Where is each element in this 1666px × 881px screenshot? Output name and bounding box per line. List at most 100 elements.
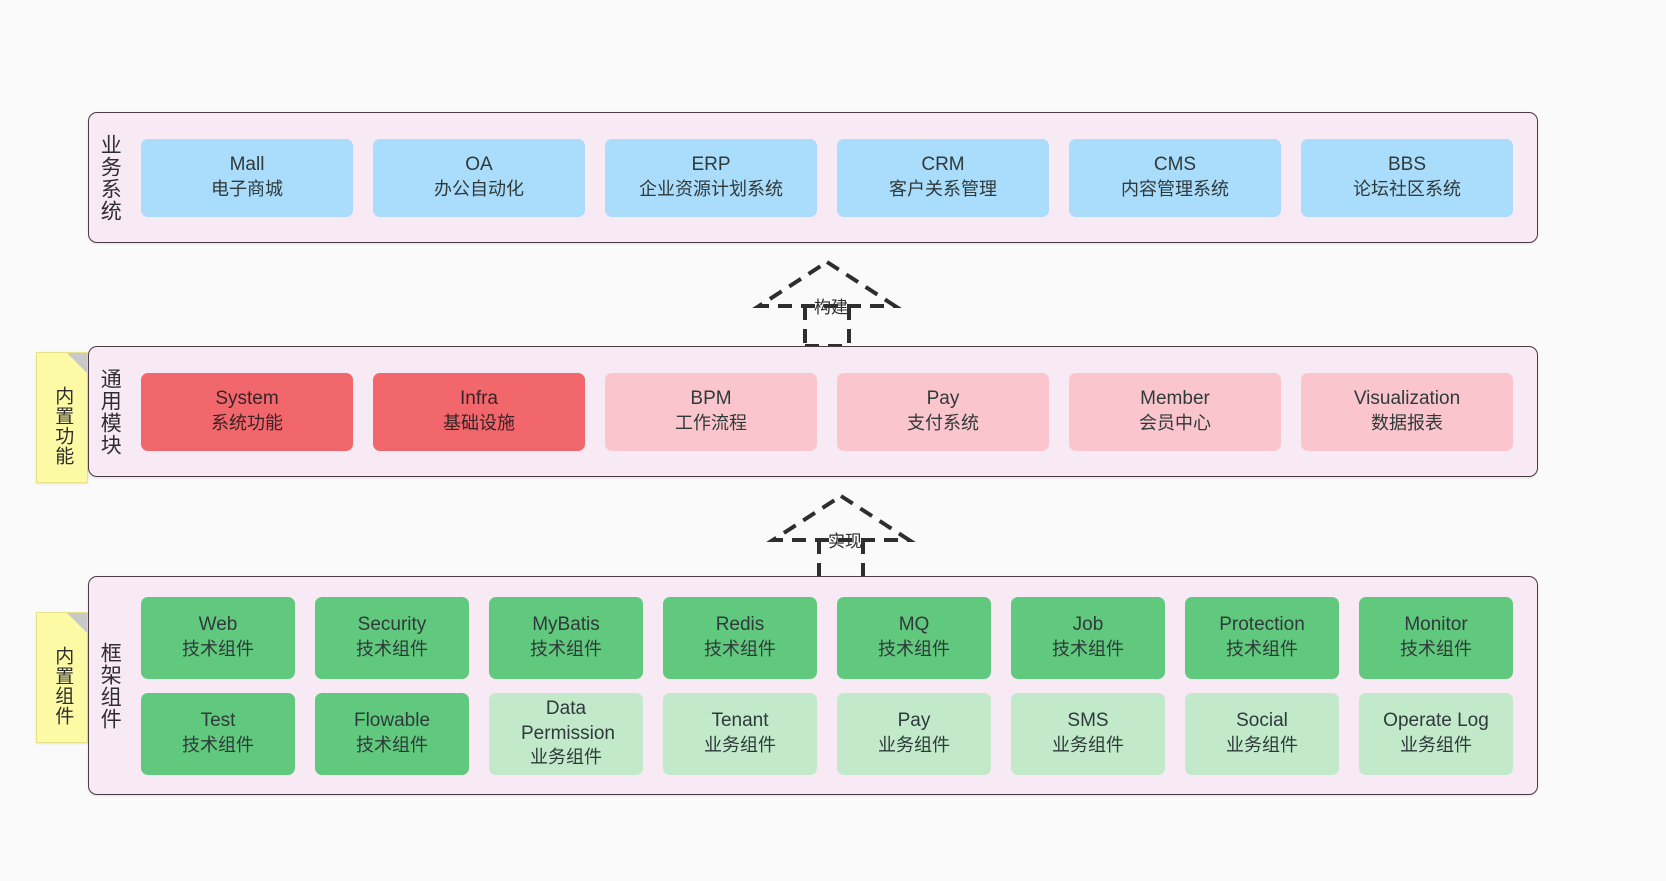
node-desc: 技术组件 (182, 735, 254, 756)
sticky-fold-corner (67, 353, 87, 373)
node-desc: 业务组件 (878, 735, 950, 756)
node-name: Pay (926, 388, 960, 410)
node-name: CRM (921, 154, 965, 176)
node-member[interactable]: Member 会员中心 (1069, 372, 1281, 451)
node-mybatis[interactable]: MyBatis 技术组件 (489, 596, 643, 679)
node-name: CMS (1153, 154, 1197, 176)
node-redis[interactable]: Redis 技术组件 (663, 596, 817, 679)
node-bpm[interactable]: BPM 工作流程 (605, 372, 817, 451)
node-monitor[interactable]: Monitor 技术组件 (1359, 596, 1513, 679)
node-infra[interactable]: Infra 基础设施 (373, 372, 585, 451)
node-name: Member (1140, 388, 1210, 410)
node-desc: 技术组件 (356, 735, 428, 756)
node-name: Tenant (711, 710, 769, 732)
node-mall[interactable]: Mall 电子商城 (141, 138, 353, 217)
node-desc: 技术组件 (704, 639, 776, 660)
node-visualization[interactable]: Visualization 数据报表 (1301, 372, 1513, 451)
node-name: Protection (1219, 614, 1305, 636)
node-name: ERP (691, 154, 731, 176)
node-desc: 技术组件 (1226, 639, 1298, 660)
node-desc: 业务组件 (1400, 735, 1472, 756)
node-name: Pay (897, 710, 931, 732)
node-desc: 业务组件 (1052, 735, 1124, 756)
node-desc: 业务组件 (704, 735, 776, 756)
layer-title-framework: 框架组件 (98, 641, 122, 730)
sticky-note-builtin-component: 内置组件 (36, 612, 88, 743)
node-desc: 客户关系管理 (889, 179, 997, 200)
node-desc: 办公自动化 (434, 179, 524, 200)
node-desc: 业务组件 (530, 747, 602, 768)
node-desc: 支付系统 (907, 413, 979, 434)
sticky-note-label: 内置组件 (52, 645, 74, 726)
node-oa[interactable]: OA 办公自动化 (373, 138, 585, 217)
framework-row-tech: Web 技术组件 Security 技术组件 MyBatis 技术组件 Redi… (131, 596, 1523, 679)
node-security[interactable]: Security 技术组件 (315, 596, 469, 679)
node-desc: 会员中心 (1139, 413, 1211, 434)
node-job[interactable]: Job 技术组件 (1011, 596, 1165, 679)
connector-implement-label: 实现 (828, 532, 862, 551)
node-name: Monitor (1404, 614, 1468, 636)
node-name: BPM (690, 388, 732, 410)
layer-business-system: 业务系统 Mall 电子商城 OA 办公自动化 ERP 企业资源计划系统 CRM… (88, 112, 1538, 243)
node-desc: 工作流程 (675, 413, 747, 434)
node-desc: 技术组件 (878, 639, 950, 660)
node-cms[interactable]: CMS 内容管理系统 (1069, 138, 1281, 217)
node-data-permission[interactable]: Data Permission 业务组件 (489, 692, 643, 775)
node-name: System (215, 388, 279, 410)
node-name: MyBatis (532, 614, 600, 636)
layer-body-common: System 系统功能 Infra 基础设施 BPM 工作流程 Pay 支付系统… (129, 347, 1537, 476)
node-name: Infra (459, 388, 499, 410)
node-name: Redis (715, 614, 765, 636)
node-pay-component[interactable]: Pay 业务组件 (837, 692, 991, 775)
node-name: Social (1236, 710, 1288, 732)
node-name: OA (465, 154, 493, 176)
node-test[interactable]: Test 技术组件 (141, 692, 295, 775)
framework-row-biz: Test 技术组件 Flowable 技术组件 Data Permission … (131, 692, 1523, 775)
layer-title-common: 通用模块 (98, 367, 122, 456)
node-desc: 内容管理系统 (1121, 179, 1229, 200)
node-desc: 电子商城 (211, 179, 283, 200)
node-bbs[interactable]: BBS 论坛社区系统 (1301, 138, 1513, 217)
sticky-note-builtin-function: 内置功能 (36, 352, 88, 483)
node-name: Visualization (1353, 388, 1461, 410)
node-desc: 数据报表 (1371, 413, 1443, 434)
node-pay-module[interactable]: Pay 支付系统 (837, 372, 1049, 451)
node-name: Security (357, 614, 427, 636)
node-crm[interactable]: CRM 客户关系管理 (837, 138, 1049, 217)
node-name: MQ (898, 614, 930, 636)
node-desc: 技术组件 (182, 639, 254, 660)
node-sms[interactable]: SMS 业务组件 (1011, 692, 1165, 775)
layer-body-business: Mall 电子商城 OA 办公自动化 ERP 企业资源计划系统 CRM 客户关系… (129, 113, 1537, 242)
node-mq[interactable]: MQ 技术组件 (837, 596, 991, 679)
node-desc: 系统功能 (211, 413, 283, 434)
node-desc: 企业资源计划系统 (639, 179, 783, 200)
node-protection[interactable]: Protection 技术组件 (1185, 596, 1339, 679)
node-system[interactable]: System 系统功能 (141, 372, 353, 451)
node-desc: 基础设施 (443, 413, 515, 434)
node-name: Test (200, 710, 236, 732)
node-desc: 技术组件 (1400, 639, 1472, 660)
node-operate-log[interactable]: Operate Log 业务组件 (1359, 692, 1513, 775)
node-desc: 技术组件 (1052, 639, 1124, 660)
node-name: SMS (1067, 710, 1109, 732)
node-tenant[interactable]: Tenant 业务组件 (663, 692, 817, 775)
node-flowable[interactable]: Flowable 技术组件 (315, 692, 469, 775)
layer-framework-component: 框架组件 Web 技术组件 Security 技术组件 MyBatis 技术组件… (88, 576, 1538, 795)
node-name: Operate Log (1383, 710, 1489, 732)
node-name: Data Permission (521, 698, 615, 744)
connector-build: 构建 (752, 256, 902, 348)
node-desc: 技术组件 (530, 639, 602, 660)
node-name: Flowable (353, 710, 431, 732)
connector-build-label: 构建 (814, 298, 848, 317)
node-social[interactable]: Social 业务组件 (1185, 692, 1339, 775)
layer-common-module: 通用模块 System 系统功能 Infra 基础设施 BPM 工作流程 Pay… (88, 346, 1538, 477)
node-desc: 论坛社区系统 (1353, 179, 1461, 200)
connector-implement: 实现 (766, 490, 916, 582)
sticky-fold-corner (67, 613, 87, 633)
node-erp[interactable]: ERP 企业资源计划系统 (605, 138, 817, 217)
node-desc: 业务组件 (1226, 735, 1298, 756)
node-web[interactable]: Web 技术组件 (141, 596, 295, 679)
node-name: BBS (1387, 154, 1427, 176)
node-name: Mall (229, 154, 265, 176)
